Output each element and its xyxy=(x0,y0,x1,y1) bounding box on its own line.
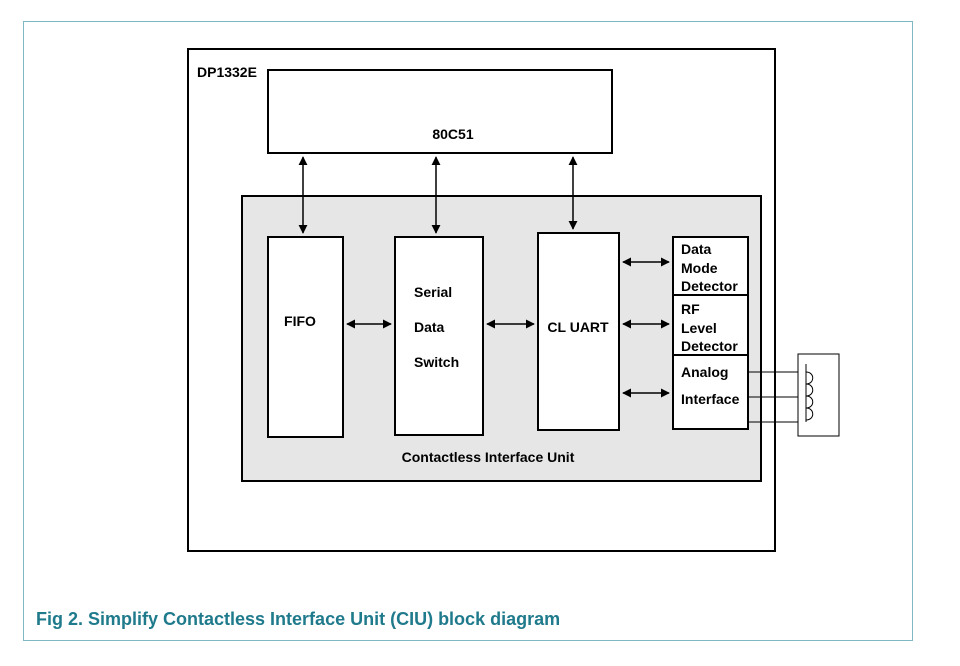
bus-arrows xyxy=(298,156,670,398)
block-diagram: DP1332E 80C51 Contactless Interface Unit… xyxy=(187,48,840,552)
chip-label: DP1332E xyxy=(197,64,257,80)
serial-switch-line: Serial xyxy=(414,284,452,300)
cpu-label: 80C51 xyxy=(432,126,473,142)
analog-line: Interface xyxy=(681,391,740,407)
data-mode-line: Data xyxy=(681,241,712,257)
serial-switch-line: Switch xyxy=(414,354,459,370)
cpu-box xyxy=(267,69,613,154)
figure-caption: Fig 2. Simplify Contactless Interface Un… xyxy=(36,609,561,629)
fifo-box xyxy=(267,236,344,438)
data-mode-line: Detector xyxy=(681,278,738,294)
cl-uart-label: CL UART xyxy=(547,319,609,335)
serial-data-switch-box xyxy=(394,236,484,436)
rf-level-line: RF xyxy=(681,301,700,317)
rf-level-line: Detector xyxy=(681,338,738,354)
data-mode-line: Mode xyxy=(681,260,718,276)
analog-interface-box xyxy=(672,354,749,430)
figure-frame xyxy=(23,21,913,641)
analog-line: Analog xyxy=(681,364,728,380)
rf-level-detector-box xyxy=(672,294,749,356)
fifo-label: FIFO xyxy=(284,313,316,329)
serial-switch-line: Data xyxy=(414,319,445,335)
antenna-coil xyxy=(748,353,840,437)
ciu-label: Contactless Interface Unit xyxy=(402,449,575,465)
cl-uart-box xyxy=(537,232,620,431)
rf-level-line: Level xyxy=(681,320,717,336)
